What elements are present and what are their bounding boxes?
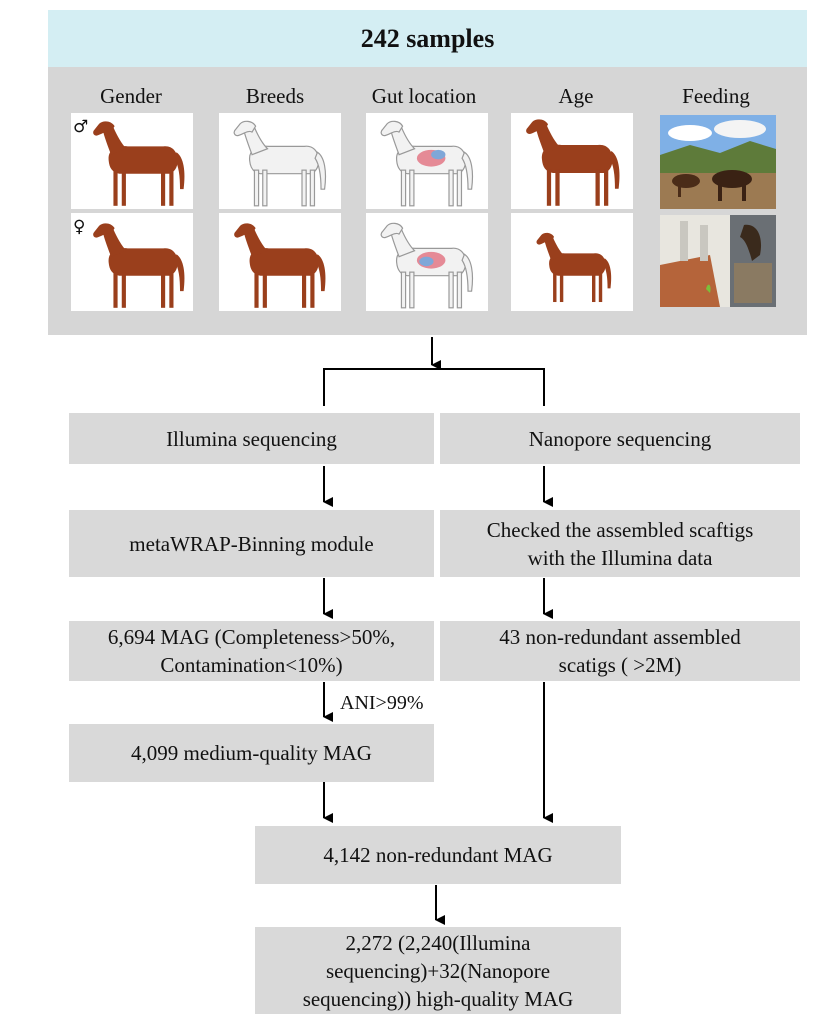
medium-quality-mag-box: 4,099 medium-quality MAG xyxy=(69,724,434,782)
high-quality-mag-line3: sequencing)) high-quality MAG xyxy=(302,987,574,1011)
female-symbol-icon: ♀ xyxy=(73,217,86,237)
binning-module-box: metaWRAP-Binning module xyxy=(69,510,434,577)
age-adult-card xyxy=(511,113,633,209)
male-symbol-icon: ♂ xyxy=(73,117,89,137)
gender-male-card: ♂ xyxy=(71,113,193,209)
binning-module-label: metaWRAP-Binning module xyxy=(129,531,374,556)
mag-6694-line1: 6,694 MAG (Completeness>50%, xyxy=(107,625,396,649)
ani-threshold-label: ANI>99% xyxy=(340,692,424,714)
assembled-scatigs-line1: 43 non-redundant assembled xyxy=(499,625,741,649)
nanopore-sequencing-label: Nanopore sequencing xyxy=(528,426,712,451)
high-quality-mag-line2: sequencing)+32(Nanopore xyxy=(325,959,551,983)
checked-scaftigs-line1: Checked the assembled scaftigs xyxy=(486,517,754,542)
category-feeding: Feeding xyxy=(682,84,750,108)
horse-gut-icon xyxy=(380,222,474,309)
high-quality-mag-line1: 2,272 (2,240(Illumina xyxy=(345,931,531,955)
feeding-pasture-photo xyxy=(660,115,776,209)
samples-header: 242 samples xyxy=(48,10,807,67)
breed-brown-horse-card xyxy=(219,213,341,311)
mag-6694-box: 6,694 MAG (Completeness>50%, Contaminati… xyxy=(69,621,434,681)
category-gut-location: Gut location xyxy=(371,84,477,108)
assembled-scatigs-line2: scatigs ( >2M) xyxy=(558,653,682,677)
illumina-sequencing-box: Illumina sequencing xyxy=(69,413,434,464)
category-age: Age xyxy=(558,84,594,108)
gut-location-card-1 xyxy=(366,113,488,209)
feeding-stable-photo xyxy=(660,215,776,307)
illumina-sequencing-label: Illumina sequencing xyxy=(166,426,337,451)
category-gender: Gender xyxy=(100,84,162,108)
assembled-scatigs-box: 43 non-redundant assembled scatigs ( >2M… xyxy=(440,621,800,681)
nonredundant-mag-box: 4,142 non-redundant MAG xyxy=(255,826,621,884)
checked-scaftigs-box: Checked the assembled scaftigs with the … xyxy=(440,510,800,577)
nanopore-sequencing-box: Nanopore sequencing xyxy=(440,413,800,464)
category-breeds: Breeds xyxy=(245,84,305,108)
horse-gut-icon xyxy=(380,120,474,207)
samples-title: 242 samples xyxy=(360,23,495,53)
nonredundant-mag-label: 4,142 non-redundant MAG xyxy=(323,843,553,867)
age-young-card xyxy=(511,213,633,311)
gut-location-card-2 xyxy=(366,213,488,311)
medium-quality-mag-label: 4,099 medium-quality MAG xyxy=(131,741,372,765)
high-quality-mag-box: 2,272 (2,240(Illumina sequencing)+32(Nan… xyxy=(255,927,621,1014)
breed-white-horse-card xyxy=(219,113,341,209)
checked-scaftigs-line2: with the Illumina data xyxy=(527,545,713,570)
gender-female-card: ♀ xyxy=(71,213,193,311)
mag-6694-line2: Contamination<10%) xyxy=(160,653,343,677)
